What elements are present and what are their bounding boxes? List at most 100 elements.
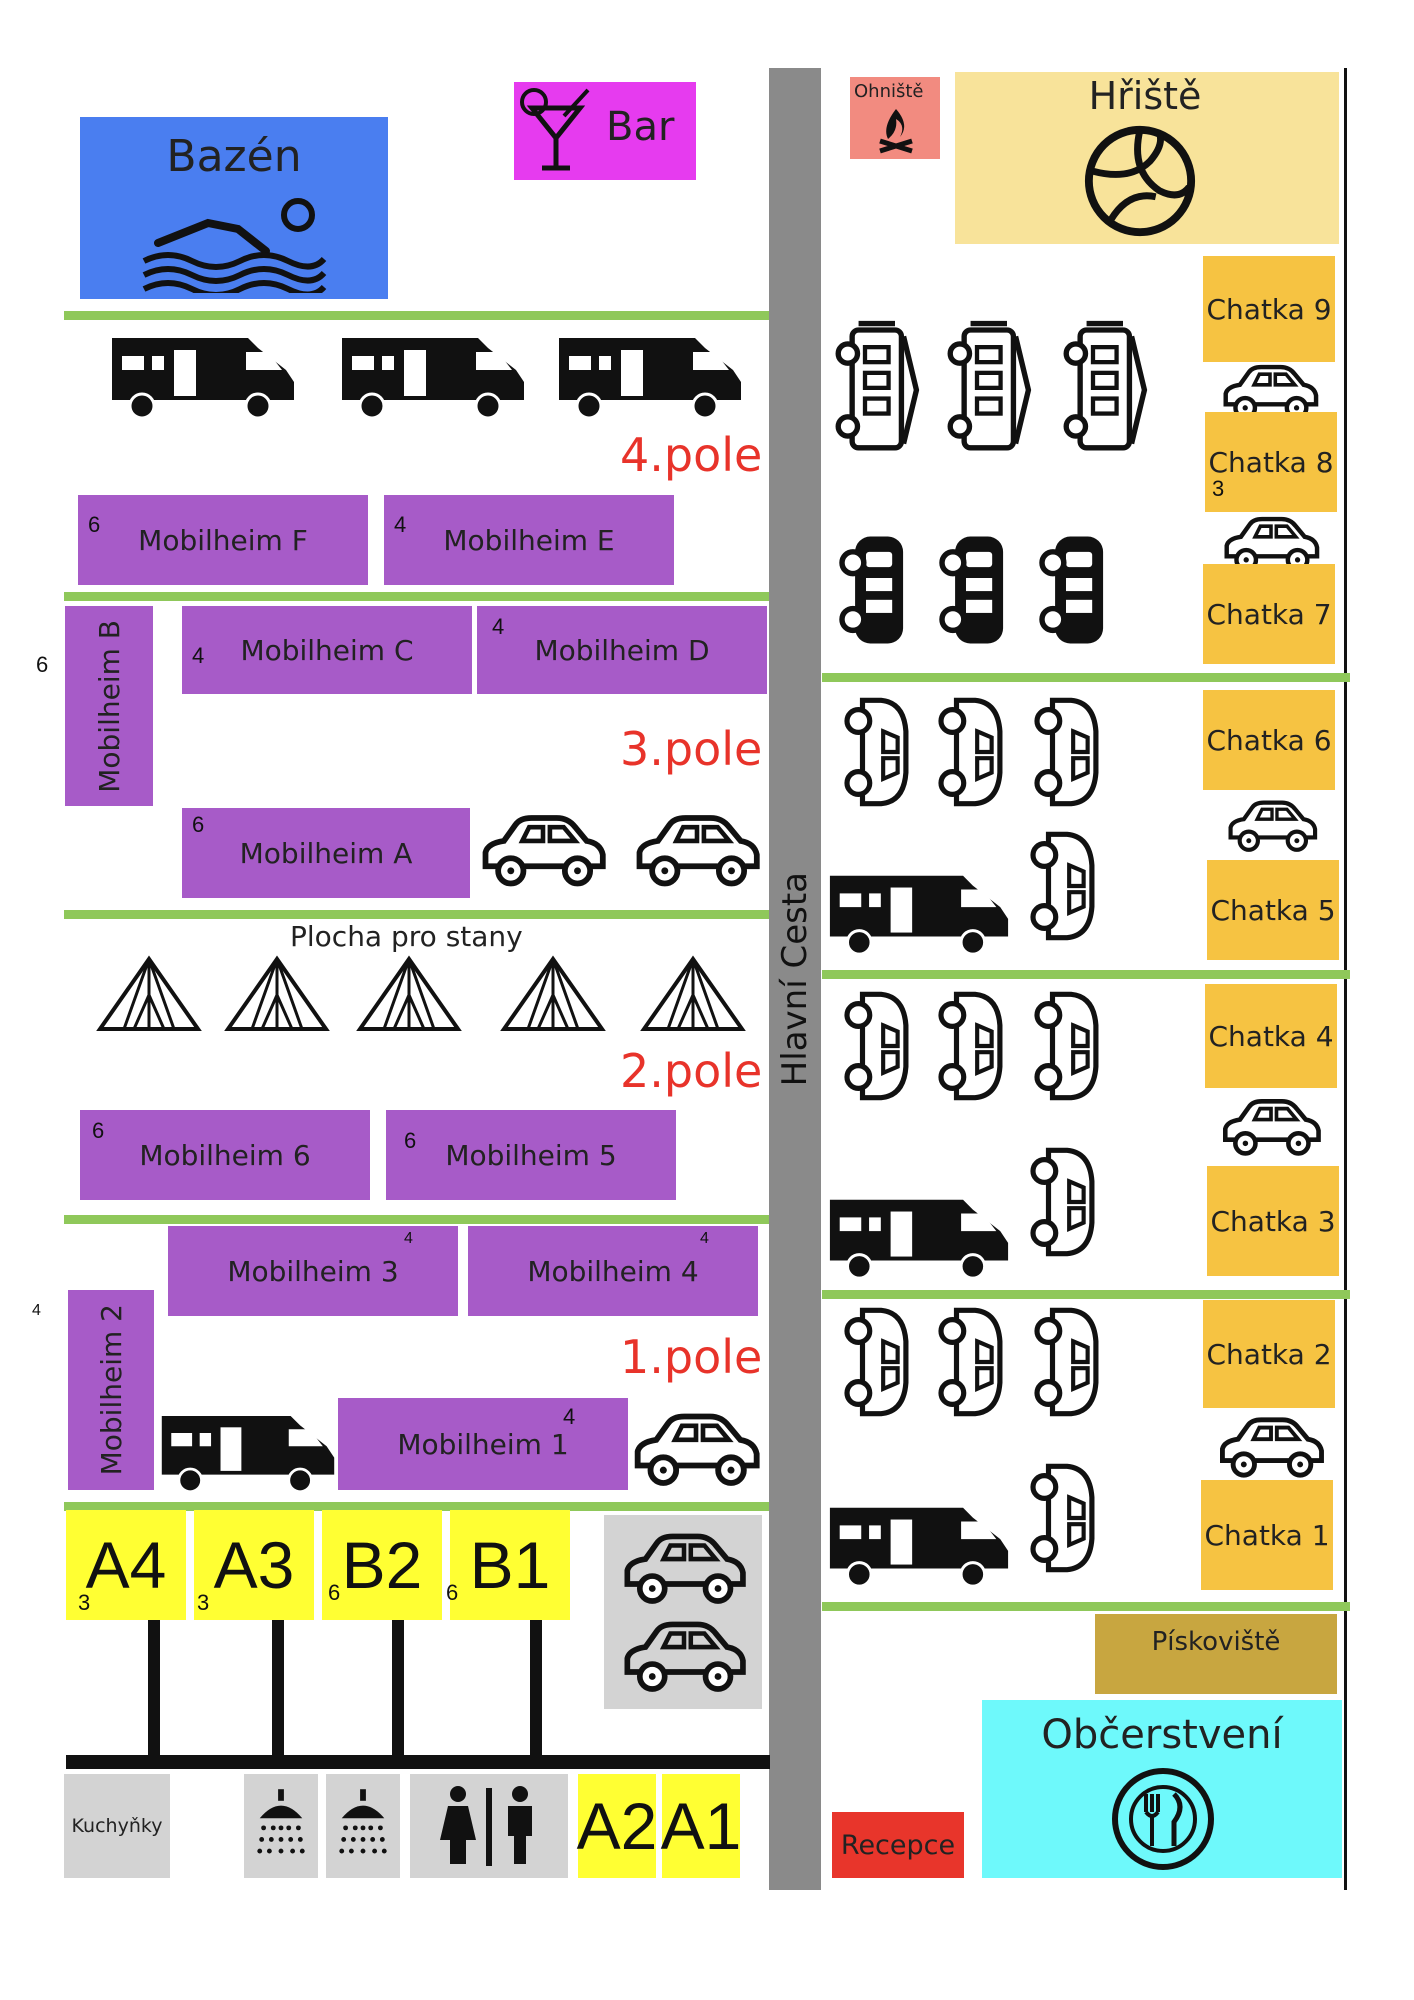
path-connector	[148, 1620, 160, 1760]
mobilheim-e-capacity: 4	[394, 512, 407, 537]
mobilheim-f-capacity: 6	[88, 512, 101, 537]
tent-icon	[222, 955, 332, 1035]
path-connector	[530, 1620, 542, 1760]
van-icon	[936, 530, 1020, 650]
chatka-5: Chatka 5	[1207, 860, 1339, 960]
mobilheim-3-label: Mobilheim 3	[227, 1254, 399, 1288]
car-icon	[934, 1300, 1010, 1424]
mobilheim-f-label: Mobilheim F	[138, 523, 308, 557]
apartment-a2-label: A2	[576, 1789, 658, 1863]
firepit: Ohniště	[850, 77, 940, 159]
toilets	[410, 1774, 568, 1878]
car-icon	[616, 1527, 752, 1607]
bar-label: Bar	[606, 104, 675, 150]
bar: Bar	[514, 82, 696, 180]
mobilheim-4-capacity: 4	[700, 1230, 709, 1247]
field-line	[64, 910, 769, 919]
field-line	[64, 1502, 769, 1511]
main-road-label: Hlavní Cesta	[775, 871, 815, 1087]
parking-lot	[604, 1515, 762, 1709]
mobilheim-3: Mobilheim 3	[168, 1226, 458, 1316]
car-icon	[1026, 1456, 1102, 1580]
apartment-a1: A1	[661, 1774, 741, 1878]
motorhome-icon	[826, 1498, 1012, 1590]
path-base	[66, 1755, 770, 1769]
mobilheim-e-label: Mobilheim E	[443, 523, 615, 557]
apartment-b1-capacity: 6	[446, 1580, 459, 1605]
pool: Bazén	[80, 117, 388, 299]
chatka-6: Chatka 6	[1203, 690, 1335, 790]
firepit-label: Ohniště	[854, 81, 924, 102]
van-icon	[1036, 530, 1120, 650]
mobilheim-5-capacity: 6	[404, 1128, 417, 1153]
apartment-b1-label: B1	[469, 1528, 551, 1602]
right-boundary	[1344, 68, 1347, 1890]
chatka-4-label: Chatka 4	[1208, 1019, 1334, 1053]
car-icon	[1208, 1412, 1334, 1480]
mobilheim-6: Mobilheim 6	[80, 1110, 370, 1200]
motorhome-icon	[338, 330, 528, 420]
tent-area-label: Plocha pro stany	[290, 920, 523, 953]
mobilheim-2-capacity: 4	[32, 1302, 41, 1319]
chatka-2-label: Chatka 2	[1206, 1337, 1332, 1371]
mobilheim-f: Mobilheim F	[78, 495, 368, 585]
path-connector	[272, 1620, 284, 1760]
mobilheim-d: Mobilheim D	[477, 606, 767, 694]
mobilheim-1: Mobilheim 1	[338, 1398, 628, 1490]
shower-2	[326, 1774, 400, 1878]
apartment-a4-label: A4	[85, 1528, 167, 1602]
path-connector	[392, 1620, 404, 1760]
vertical-rv-icon	[942, 315, 1042, 465]
car-icon	[934, 984, 1010, 1108]
chatka-8-capacity: 3	[1212, 476, 1225, 501]
field-line	[822, 1290, 1350, 1299]
car-icon	[840, 1300, 916, 1424]
field-line	[822, 673, 1350, 682]
tent-icon	[498, 955, 608, 1035]
chatka-4: Chatka 4	[1205, 984, 1337, 1088]
apartment-a4-capacity: 3	[78, 1590, 91, 1615]
field-label-2: 2.pole	[620, 1044, 763, 1098]
car-icon	[1026, 824, 1102, 948]
car-icon	[1030, 1300, 1106, 1424]
van-icon	[836, 530, 920, 650]
chatka-8-label: Chatka 8	[1208, 445, 1334, 479]
apartment-b2: B2	[322, 1510, 442, 1620]
reception-label: Recepce	[840, 1829, 956, 1861]
snack-bar-label: Občerstvení	[1041, 1712, 1283, 1758]
field-line	[64, 592, 769, 601]
motorhome-icon	[108, 330, 298, 420]
mobilheim-d-label: Mobilheim D	[534, 633, 710, 667]
mobilheim-a-label: Mobilheim A	[239, 836, 413, 870]
apartment-a4: A4	[66, 1510, 186, 1620]
mobilheim-3-capacity: 4	[404, 1230, 413, 1247]
car-icon	[616, 1615, 752, 1695]
field-label-3: 3.pole	[620, 722, 763, 776]
car-icon	[474, 808, 612, 890]
mobilheim-2: Mobilheim 2	[68, 1290, 154, 1490]
car-icon	[1030, 984, 1106, 1108]
motorhome-icon	[158, 1406, 338, 1496]
restroom-icon	[430, 1784, 548, 1868]
car-icon	[1026, 1140, 1102, 1264]
campfire-icon	[876, 107, 916, 155]
sandpit-label: Pískoviště	[1151, 1627, 1281, 1657]
chatka-2: Chatka 2	[1203, 1300, 1335, 1408]
chatka-6-label: Chatka 6	[1206, 723, 1332, 757]
apartment-b1: B1	[450, 1510, 570, 1620]
chatka-3: Chatka 3	[1207, 1166, 1339, 1276]
shower-icon	[334, 1784, 392, 1864]
tent-icon	[354, 955, 464, 1035]
chatka-8: Chatka 8	[1205, 412, 1337, 512]
apartment-b2-capacity: 6	[328, 1580, 341, 1605]
vertical-rv-icon	[1058, 315, 1158, 465]
main-road: Hlavní Cesta	[769, 68, 821, 1890]
field-label-4: 4.pole	[620, 428, 763, 482]
restaurant-icon	[1110, 1766, 1216, 1872]
mobilheim-5-label: Mobilheim 5	[445, 1138, 617, 1172]
volleyball-icon	[1080, 122, 1200, 240]
sandpit: Pískoviště	[1095, 1614, 1337, 1694]
motorhome-icon	[826, 866, 1012, 958]
car-icon	[840, 984, 916, 1108]
vertical-rv-icon	[830, 315, 930, 465]
